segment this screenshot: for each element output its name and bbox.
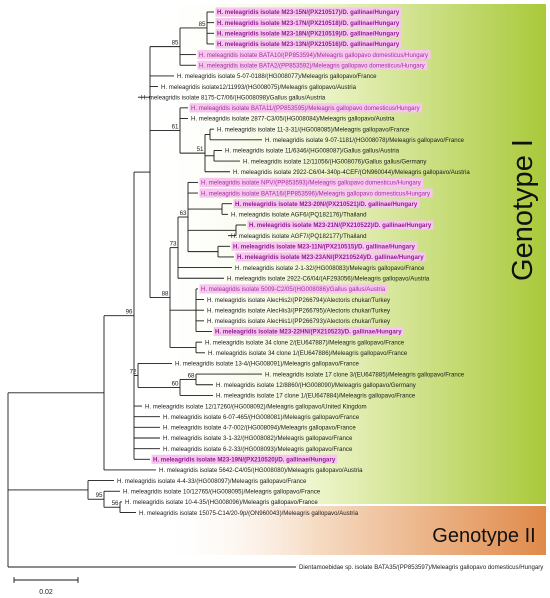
tip-label: H. meleagridis isolate M23-13N/(PX210516… bbox=[217, 41, 400, 48]
tip-label: H. meleagridis isolate BATA2/(PP853592)/… bbox=[199, 62, 426, 69]
tip-label: H. meleagridis isolate 10-4-35/(HG008096… bbox=[125, 499, 318, 506]
tip-label: H. meleagridis isolate M23-20N/(PX210521… bbox=[235, 201, 418, 208]
tip-label: H. meleagridis isolate 12/8860/(HG008090… bbox=[216, 382, 417, 389]
tip-highlight bbox=[215, 18, 402, 28]
tip-label: H. meleagridis isolate 34 clone 2/(EU647… bbox=[205, 339, 405, 346]
bootstrap-values: 85 85 51 61 63 73 88 68 60 72 96 56 95 bbox=[96, 21, 206, 507]
bootstrap-value: 85 bbox=[172, 40, 179, 47]
tip-label: H. meleagridis isolate 17 clone 1/(EU647… bbox=[216, 393, 416, 400]
tip-label: H. meleagridis isolate 4-7-002/(HG008094… bbox=[163, 425, 356, 432]
bootstrap-value: 51 bbox=[197, 146, 204, 153]
bootstrap-value: 96 bbox=[126, 309, 133, 316]
tip-label: H. meleagridis isolate 11/6346/(HG008087… bbox=[225, 148, 400, 155]
tip-label: H. meleagridis isolate NPV/(PP853593)/Me… bbox=[201, 180, 422, 187]
bootstrap-value: 73 bbox=[170, 241, 177, 248]
tip-label: H. meleagridis isolate BATA10/(PP853594)… bbox=[199, 52, 429, 59]
bootstrap-value: 68 bbox=[188, 372, 195, 379]
tip-label: H. meleagridis isolate 12/17260/(HG00809… bbox=[145, 403, 367, 410]
tip-highlight bbox=[215, 7, 402, 17]
tip-label: H. meleagridis isolate AGF7/(PQ182177)/T… bbox=[231, 233, 367, 240]
tip-highlight bbox=[199, 284, 388, 294]
bootstrap-value: 61 bbox=[172, 123, 179, 130]
tip-label: H. meleagridis isolate 15075-C14/20-9p/(… bbox=[139, 510, 359, 517]
bootstrap-value: 95 bbox=[96, 492, 103, 499]
tip-highlight bbox=[215, 28, 402, 38]
tip-label: H. meleagridis isolate M23-11N/(PX210515… bbox=[233, 244, 415, 251]
tip-highlight bbox=[215, 39, 402, 49]
tip-label: H. meleagridis isolate 3-1-32/(HG008082)… bbox=[163, 435, 353, 442]
tip-highlight bbox=[189, 103, 423, 113]
tip-label: H. meleagridis isolate 5642-C4/05/(HG008… bbox=[159, 467, 363, 474]
tip-label: H. meleagridis isolate12/11993/(HG008075… bbox=[161, 84, 357, 91]
tip-highlight bbox=[233, 199, 420, 209]
tip-label: H. meleagridis isolate AlecHis3/(PP26679… bbox=[207, 307, 391, 314]
tip-label: H. meleagridis isolate 2922-C6/04-340p-4… bbox=[233, 169, 470, 176]
tip-label: H. meleagridis isolate 2877-C3/05/(HG008… bbox=[191, 116, 395, 123]
tip-label: H. meleagridis isolate M23-15N/(PX210517… bbox=[217, 9, 400, 16]
tip-label: Dientamoebidae sp. isolate BATA35/(PP853… bbox=[299, 564, 544, 571]
tip-label: H. meleagridis isolate M23-19N/(PX210520… bbox=[153, 457, 336, 464]
tip-label: H. meleagridis isolate M23-17N/(PX210518… bbox=[217, 20, 400, 27]
tip-highlight bbox=[151, 454, 338, 464]
tip-label: H. meleagridis isolate 12/11056/(HG00807… bbox=[243, 158, 427, 165]
tip-label: H. meleagridis isolate BATA11/(PP853595)… bbox=[191, 105, 421, 112]
tip-label: H. meleagridis isolate M23-18N/(PX210519… bbox=[217, 31, 400, 38]
tip-label: H. meleagridis isolate 6-2-33/(HG008093)… bbox=[163, 446, 353, 453]
bootstrap-value: 72 bbox=[130, 368, 137, 375]
tip-label: H. meleagridis isolate 13-4/(HG008091)/M… bbox=[175, 361, 360, 368]
tip-label: H. meleagridis isolate 8175-C7/06/(HG008… bbox=[141, 94, 326, 101]
tip-label: H. meleagridis isolate 17 clone 3/(EU647… bbox=[265, 371, 465, 378]
tip-highlight bbox=[213, 326, 404, 337]
highlight-layer bbox=[151, 7, 434, 464]
tip-highlight bbox=[197, 50, 431, 60]
tip-highlight bbox=[231, 241, 417, 251]
bootstrap-value: 63 bbox=[180, 210, 187, 217]
tip-label: H. meleagridis isolate BATA16/(PP853596)… bbox=[201, 190, 431, 197]
genotype-2-band bbox=[160, 506, 546, 555]
tip-label: H. meleagridis isolate 4-4-33/(HG008097)… bbox=[117, 478, 307, 485]
tip-label: H. meleagridis isolate M23-23AN/(PX21052… bbox=[237, 254, 424, 261]
tip-label: H. meleagridis isolate 6-07-465/(HG00808… bbox=[163, 414, 360, 421]
tip-label: H. meleagridis isolate AlecHis1/(PP26679… bbox=[207, 318, 391, 325]
genotype-2-label: Genotype II bbox=[432, 525, 535, 547]
tip-label: H. meleagridis isolate 10/12765/(HG00809… bbox=[123, 488, 321, 495]
tip-highlight bbox=[197, 60, 428, 70]
tree-branches bbox=[7, 11, 296, 568]
genotype-1-label: Genotype I bbox=[507, 139, 539, 281]
tip-label: H. meleagridis isolate AGF6/(PQ182176)/T… bbox=[231, 212, 367, 219]
tip-label: H. meleagridis isolate M23-22HN/(PX21052… bbox=[215, 329, 402, 336]
tip-highlight bbox=[199, 188, 433, 198]
bootstrap-value: 60 bbox=[172, 380, 179, 387]
scale-bar-label: 0.02 bbox=[39, 589, 53, 596]
bootstrap-value: 88 bbox=[162, 291, 169, 298]
tip-highlight bbox=[199, 177, 424, 187]
tip-label: H. meleagridis isolate AlecHis2/(PP26679… bbox=[207, 297, 391, 304]
tip-highlight bbox=[235, 252, 426, 262]
tip-label: H. meleagridis isolate 9-07-1181/(HG0080… bbox=[265, 137, 465, 144]
tip-label: H. meleagridis isolate M23-21N/(PX210522… bbox=[249, 222, 432, 229]
tip-label: H. meleagridis isolate 2-1-32/(HG008083)… bbox=[235, 265, 425, 272]
tip-highlight bbox=[247, 220, 434, 230]
tip-label: H. meleagridis isolate 5-07-0188/(HG0080… bbox=[177, 73, 377, 80]
tip-label: H. meleagridis isolate 2922-C6/04/(AF293… bbox=[227, 275, 430, 282]
tip-labels: H. meleagridis isolate M23-15N/(PX210517… bbox=[117, 9, 544, 571]
bootstrap-value: 56 bbox=[112, 500, 119, 507]
tip-label: H. meleagridis isolate 5009-C2/05/(HG008… bbox=[201, 286, 386, 293]
tip-label: H. meleagridis isolate 11-3-31/(HG008085… bbox=[217, 126, 410, 133]
tip-label: H. meleagridis isolate 34 clone 1/(EU647… bbox=[208, 350, 408, 357]
bootstrap-value: 85 bbox=[199, 21, 206, 28]
